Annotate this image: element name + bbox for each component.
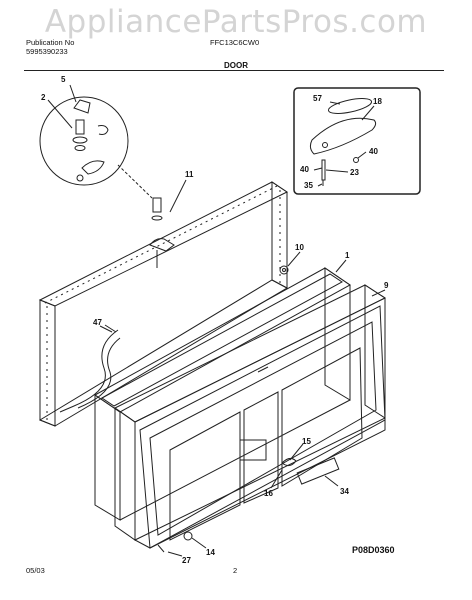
light-housing-part bbox=[309, 117, 377, 155]
door-front-frame-part bbox=[139, 305, 386, 549]
hinge-bracket-part bbox=[81, 160, 105, 175]
light-socket-part bbox=[321, 159, 326, 181]
callout-57: 57 bbox=[313, 94, 322, 103]
callout-14: 14 bbox=[206, 548, 215, 557]
callout-9: 9 bbox=[384, 281, 389, 290]
latch-part bbox=[281, 457, 297, 467]
callout-16: 16 bbox=[264, 489, 273, 498]
hinge-detail-circle bbox=[39, 96, 129, 186]
publication-label: Publication No bbox=[26, 38, 75, 47]
callout-11: 11 bbox=[185, 170, 194, 179]
callout-47: 47 bbox=[93, 318, 102, 327]
callout-40-left: 40 bbox=[300, 165, 309, 174]
callout-2: 2 bbox=[41, 93, 46, 102]
light-lens-part bbox=[327, 98, 373, 114]
light-assembly-inset bbox=[293, 87, 421, 195]
hinge-screw-part bbox=[152, 197, 162, 213]
footer-date: 05/03 bbox=[26, 566, 45, 575]
callout-18: 18 bbox=[373, 97, 382, 106]
wire-harness-part bbox=[59, 329, 121, 413]
callout-15: 15 bbox=[302, 437, 311, 446]
diagram-id: P08D0360 bbox=[352, 545, 395, 555]
door-liner-part bbox=[94, 267, 351, 521]
callout-40-right: 40 bbox=[369, 147, 378, 156]
model-number: FFC13C6CW0 bbox=[210, 38, 260, 47]
watermark: AppliancePartsPros.com bbox=[44, 4, 428, 40]
callout-10: 10 bbox=[295, 243, 304, 252]
callout-27: 27 bbox=[182, 556, 191, 565]
callout-1: 1 bbox=[345, 251, 350, 260]
section-title: DOOR bbox=[224, 61, 248, 70]
callout-35: 35 bbox=[304, 181, 313, 190]
callout-34: 34 bbox=[340, 487, 349, 496]
handle-part bbox=[296, 457, 340, 485]
header-divider bbox=[24, 70, 444, 71]
publication-number: 5995390233 bbox=[26, 47, 68, 56]
footer-page: 2 bbox=[233, 566, 238, 575]
callout-5: 5 bbox=[61, 75, 66, 84]
hinge-pin-part bbox=[75, 119, 85, 135]
hinge-cap-part bbox=[73, 99, 91, 114]
callout-23: 23 bbox=[350, 168, 359, 177]
door-gasket-part bbox=[38, 181, 289, 427]
